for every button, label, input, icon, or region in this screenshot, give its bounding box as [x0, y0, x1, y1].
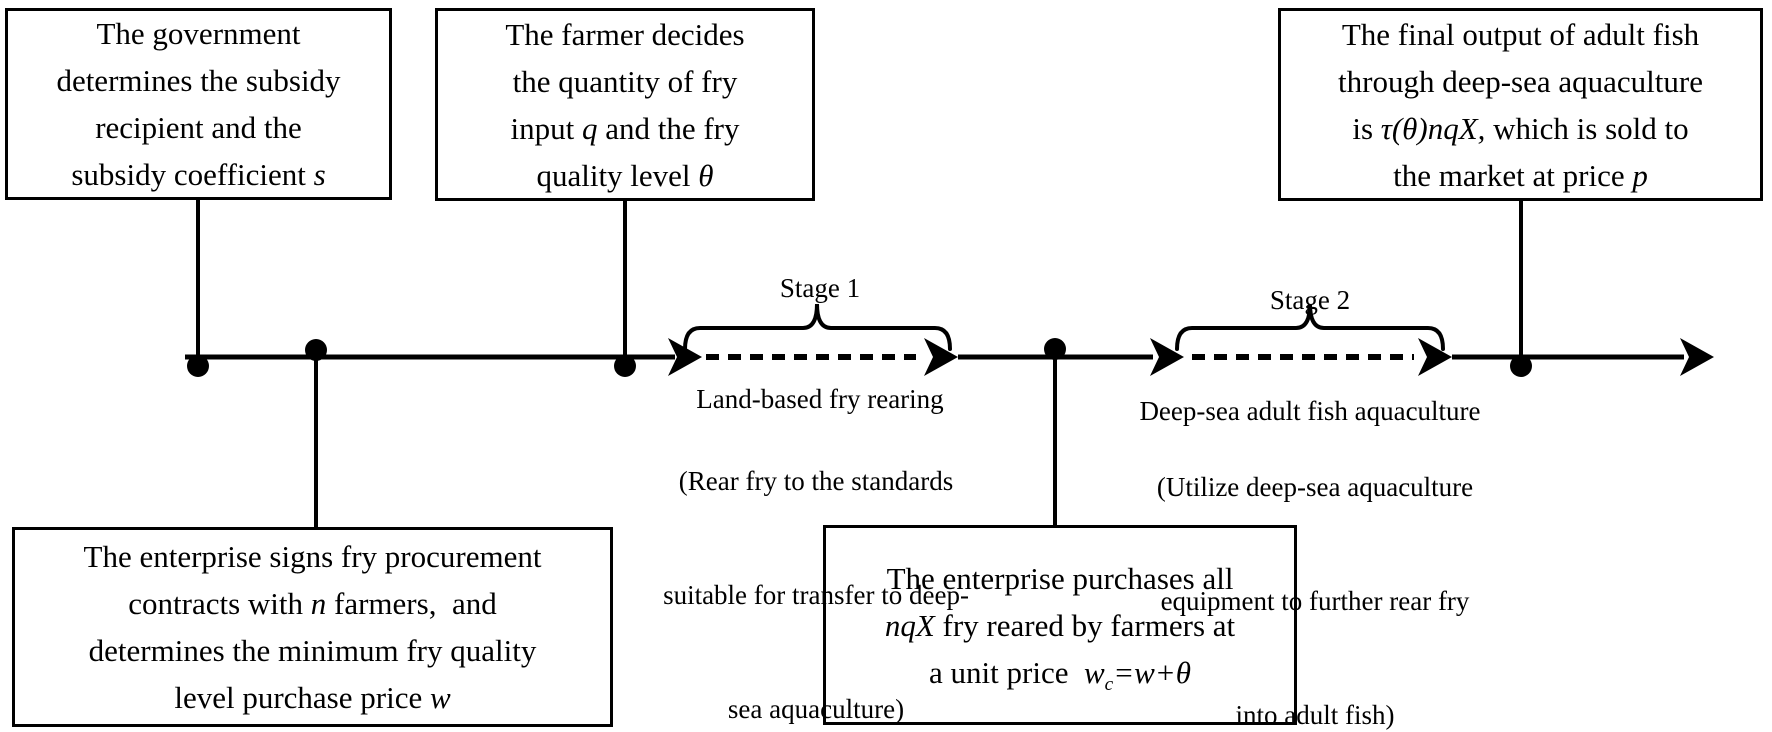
enterprise-contract-text-line: level purchase price w [174, 674, 450, 721]
arrowhead-stage2-start-icon [1150, 338, 1184, 376]
text-segment: quality level [536, 157, 699, 193]
farmer-text-line: The farmer decides [505, 11, 744, 58]
text-segment: contracts with [128, 586, 311, 621]
stage2-note: (Utilize deep-sea aquaculture equipment … [1095, 392, 1535, 732]
text-segment: which is sold to [1485, 110, 1689, 146]
text-segment: nqX [884, 607, 935, 643]
text-segment: and the fry [597, 110, 740, 146]
output-text-line: is τ(θ)nqX, which is sold to [1352, 105, 1688, 152]
text-segment: =w+θ [1113, 654, 1191, 690]
text-segment: w [1083, 654, 1105, 690]
text-segment: τ(θ)nqX, [1380, 110, 1486, 146]
text-segment: subsidy coefficient [71, 157, 314, 192]
stage1-subtitle: Land-based fry rearing [696, 384, 944, 414]
stage1-note: (Rear fry to the standards suitable for … [616, 386, 1016, 732]
gov-text-line: The government [96, 10, 300, 57]
stage1-note-line: sea aquaculture) [727, 694, 905, 724]
text-segment: a unit price [929, 654, 1084, 690]
final-output-box: The final output of adult fish through de… [1278, 8, 1763, 201]
stage2-subtitle: Deep-sea adult fish aquaculture [1139, 396, 1481, 426]
gov-text-line: recipient and the [95, 104, 302, 151]
arrowhead-stage1-start-icon [668, 338, 702, 376]
text-segment: c [1104, 673, 1114, 695]
output-text-line: through deep-sea aquaculture [1338, 58, 1703, 105]
arrowhead-stage1-end-icon [924, 338, 958, 376]
arrowhead-stage2-end-icon [1418, 338, 1452, 376]
farmer-box: The farmer decides the quantity of fry inp… [435, 8, 815, 201]
text-segment: q [581, 110, 598, 146]
text-segment: through deep-sea aquaculture [1338, 63, 1703, 99]
text-segment: The farmer decides [505, 16, 745, 52]
text-segment: θ [698, 157, 714, 193]
stage2-note-line: (Utilize deep-sea aquaculture [1156, 472, 1474, 502]
output-text-line: The final output of adult fish [1342, 11, 1699, 58]
government-box: The government determines the subsidy reci… [5, 8, 392, 200]
text-segment: The enterprise signs fry procurement [83, 539, 542, 574]
stage1-title: Stage 1 [779, 273, 861, 303]
text-segment: s [313, 157, 326, 192]
timeline-dot-enterprise-contract [305, 339, 327, 361]
output-text-line: the market at price p [1393, 152, 1648, 199]
enterprise-purchase-text-line: nqX fry reared by farmers at [885, 602, 1235, 649]
text-segment: farmers, and [326, 586, 497, 621]
text-segment: the quantity of fry [512, 63, 738, 99]
stage2-note-line: equipment to further rear fry [1160, 586, 1470, 616]
timeline-dot-government [187, 355, 209, 377]
enterprise-contract-text-line: The enterprise signs fry procurement [84, 533, 542, 580]
enterprise-contract-box: The enterprise signs fry procurement cont… [12, 527, 613, 727]
text-segment: fry reared by farmers at [934, 607, 1236, 643]
stage2-note-line: into adult fish) [1235, 700, 1395, 730]
gov-text-line: determines the subsidy [56, 57, 340, 104]
text-segment: input [510, 110, 582, 146]
stage2-label: Stage 2 Deep-sea adult fish aquaculture [1090, 208, 1530, 504]
timeline-dot-farmer [614, 355, 636, 377]
farmer-text-line: input q and the fry [510, 105, 739, 152]
text-segment: The government [96, 16, 301, 51]
text-segment: w [429, 680, 451, 715]
enterprise-contract-text-line: contracts with n farmers, and [128, 580, 496, 627]
stage1-note-line: suitable for transfer to deep- [663, 580, 969, 610]
arrowhead-timeline-end-icon [1680, 338, 1714, 376]
text-segment: The enterprise purchases all [886, 560, 1234, 596]
stage2-title: Stage 2 [1269, 285, 1351, 315]
text-segment: n [310, 586, 327, 621]
timeline-dot-output [1510, 355, 1532, 377]
enterprise-contract-text-line: determines the minimum fry quality [89, 627, 537, 674]
stage1-label: Stage 1 Land-based fry rearing [600, 196, 1040, 492]
timeline-dot-enterprise-purchase [1044, 338, 1066, 360]
farmer-text-line: quality level θ [536, 152, 713, 199]
text-segment: is [1352, 110, 1381, 146]
enterprise-purchase-box: The enterprise purchases all nqX fry rear… [823, 525, 1297, 725]
stage2-brace [1175, 303, 1445, 351]
farmer-text-line: the quantity of fry [513, 58, 738, 105]
enterprise-purchase-text-line: a unit price wc=w+θ [929, 649, 1191, 696]
text-segment: determines the subsidy [56, 63, 341, 98]
gov-text-line: subsidy coefficient s [71, 151, 325, 198]
text-segment: p [1632, 157, 1648, 193]
text-segment: the market at price [1393, 157, 1633, 193]
enterprise-purchase-text-line: The enterprise purchases all [887, 555, 1234, 602]
stage1-brace [683, 303, 952, 351]
text-segment: The final output of adult fish [1341, 16, 1700, 52]
text-segment: level purchase price [174, 680, 430, 715]
text-segment: recipient and the [95, 110, 302, 145]
stage1-note-line: (Rear fry to the standards [678, 466, 954, 496]
text-segment: determines the minimum fry quality [88, 633, 537, 668]
